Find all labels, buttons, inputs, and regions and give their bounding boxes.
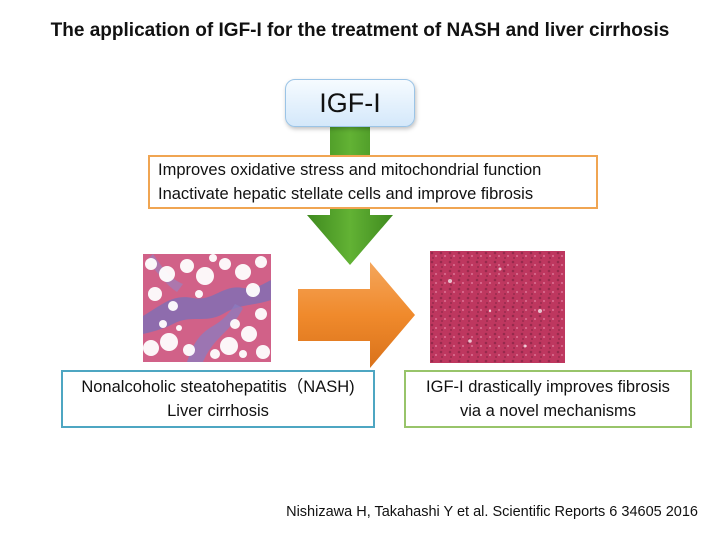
nash-line-1: Nonalcoholic steatohepatitis（NASH) [81, 378, 355, 396]
treated-histology-image [430, 251, 565, 363]
effect-line-1: Improves oxidative stress and mitochondr… [158, 161, 542, 179]
effects-box: Improves oxidative stress and mitochondr… [148, 155, 598, 209]
nash-line-2: Liver cirrhosis [167, 402, 269, 420]
nash-box: Nonalcoholic steatohepatitis（NASH) Liver… [61, 370, 375, 428]
slide-title: The application of IGF-I for the treatme… [50, 20, 670, 41]
citation: Nishizawa H, Takahashi Y et al. Scientif… [286, 504, 698, 520]
nash-histology-image [143, 254, 271, 362]
igf-i-label: IGF-I [319, 87, 381, 118]
effect-line-2: Inactivate hepatic stellate cells and im… [158, 185, 534, 203]
igf-i-box: IGF-I [285, 79, 415, 127]
right-arrow [298, 262, 415, 368]
result-line-2: via a novel mechanisms [459, 402, 637, 420]
result-line-1: IGF-I drastically improves fibrosis [426, 378, 670, 396]
result-box: IGF-I drastically improves fibrosis via … [404, 370, 692, 428]
